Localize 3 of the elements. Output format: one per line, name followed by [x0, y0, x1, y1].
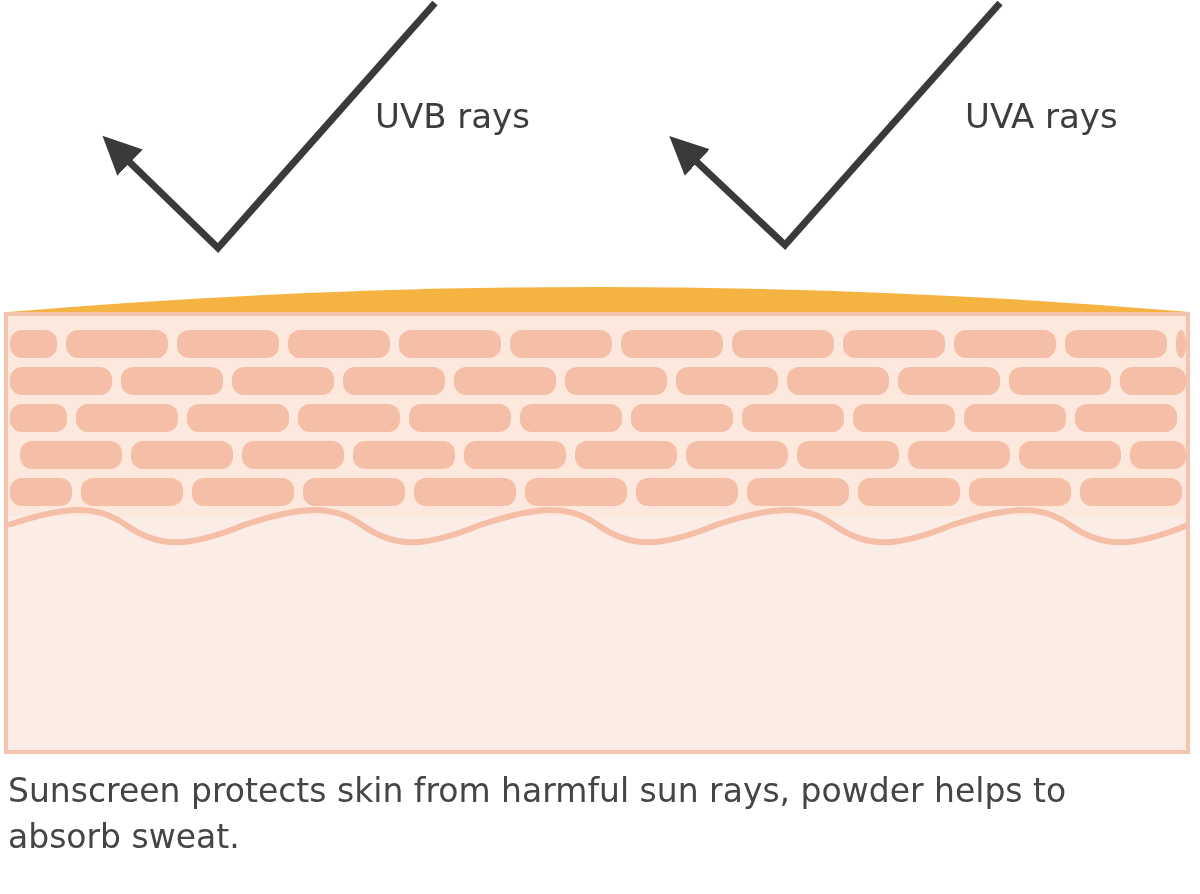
caption: Sunscreen protects skin from harmful sun rays, powder helps to absorb sweat.	[8, 770, 1068, 858]
ray-label: UVB rays	[375, 96, 530, 136]
ray-label: UVA rays	[965, 96, 1118, 136]
